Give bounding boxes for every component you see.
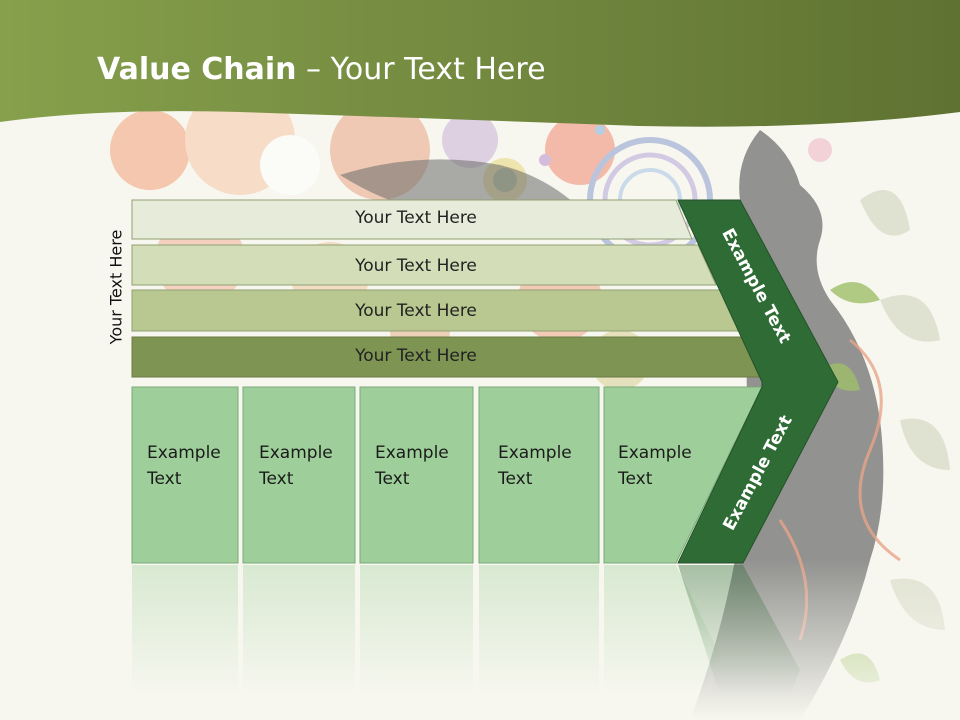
primary-box-1-line1: Example <box>147 443 221 463</box>
support-bar-3-label: Your Text Here <box>355 301 477 321</box>
primary-box-5[interactable] <box>603 386 763 564</box>
title-rest: – Your Text Here <box>296 52 546 87</box>
primary-box-5-line2: Text <box>618 469 653 489</box>
primary-box-2-line2: Text <box>259 469 294 489</box>
primary-box-3[interactable] <box>359 386 474 564</box>
support-bar-4-label: Your Text Here <box>355 346 477 366</box>
primary-box-4-text: Example Text <box>498 440 598 492</box>
primary-box-4-line1: Example <box>498 443 572 463</box>
primary-box-5-text: Example Text <box>618 440 718 492</box>
slide-title: Value Chain – Your Text Here <box>97 52 546 87</box>
primary-box-3-text: Example Text <box>375 440 475 492</box>
primary-box-2-text: Example Text <box>259 440 359 492</box>
support-bar-1[interactable] <box>131 199 693 240</box>
primary-box-3-line2: Text <box>375 469 410 489</box>
margin-chevron[interactable] <box>677 199 839 564</box>
title-bold: Value Chain <box>97 52 297 87</box>
primary-box-2[interactable] <box>242 386 356 564</box>
primary-box-5-line1: Example <box>618 443 692 463</box>
primary-box-3-line1: Example <box>375 443 449 463</box>
support-bar-2-label: Your Text Here <box>355 256 477 276</box>
support-bar-2[interactable] <box>131 244 717 286</box>
primary-box-1-line2: Text <box>147 469 182 489</box>
side-label: Your Text Here <box>106 229 126 345</box>
primary-box-2-line1: Example <box>259 443 333 463</box>
primary-box-4-line2: Text <box>498 469 533 489</box>
primary-box-4[interactable] <box>478 386 600 564</box>
primary-box-1-text: Example Text <box>147 440 247 492</box>
support-bar-1-label: Your Text Here <box>355 208 477 228</box>
primary-box-1[interactable] <box>131 386 239 564</box>
